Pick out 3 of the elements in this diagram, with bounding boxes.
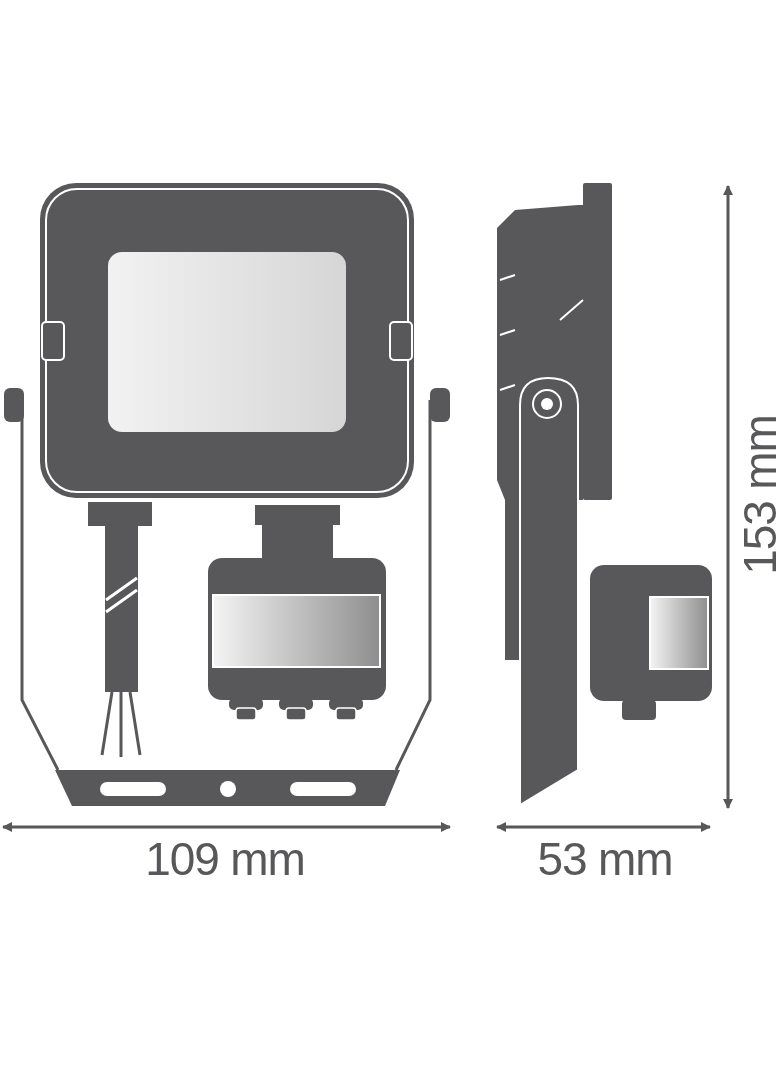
dimension-label: 109 mm <box>145 833 305 885</box>
dimension-label: 153 mm <box>734 415 784 575</box>
dimension-label: 53 mm <box>537 833 673 885</box>
